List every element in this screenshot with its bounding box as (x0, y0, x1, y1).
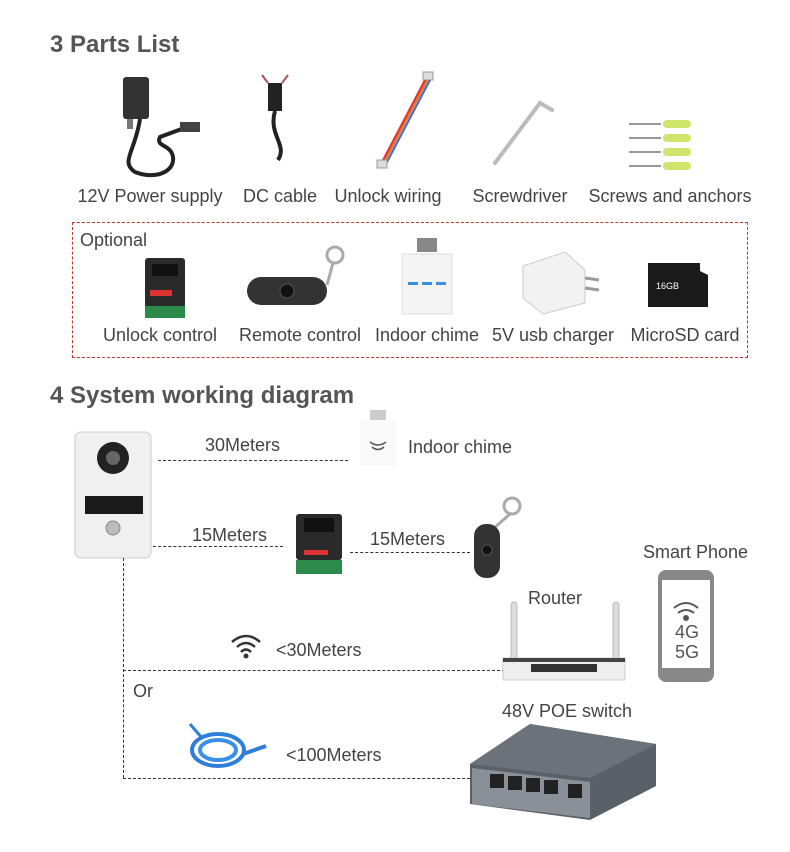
wifi-icon (231, 634, 261, 659)
chime-label: Indoor chime (408, 437, 513, 457)
controller-distance: 15Meters (192, 525, 268, 545)
cable-distance: <100Meters (286, 745, 382, 765)
network-4g: 4G (674, 622, 699, 642)
microsd-icon: 16GB (648, 263, 708, 307)
router-label: Router (528, 588, 583, 608)
optional-title: Optional (80, 230, 148, 250)
phone-label: Smart Phone (643, 542, 749, 562)
wifi-distance: <30Meters (276, 640, 362, 660)
part-label: Screwdriver (472, 186, 568, 206)
router-icon (502, 601, 626, 681)
remote-distance: 15Meters (370, 529, 446, 549)
optional-label: 5V usb charger (491, 325, 615, 345)
usb-charger-icon (522, 251, 600, 315)
part-label: DC cable (242, 186, 318, 206)
unlock-controller-icon (145, 258, 185, 318)
optional-label: Remote control (238, 325, 362, 345)
remote-fob-icon (474, 496, 522, 578)
sd-capacity: 16GB (656, 281, 679, 291)
wiring-icon (376, 71, 434, 169)
chime-distance: 30Meters (205, 435, 281, 455)
or-label: Or (133, 681, 153, 701)
doorbell-icon (74, 431, 152, 559)
optional-label: Indoor chime (374, 325, 480, 345)
parts-list-title: 3 Parts List (50, 31, 180, 58)
optional-label: MicroSD card (630, 325, 740, 345)
poe-switch-icon (470, 724, 656, 820)
unlock-controller-icon (296, 514, 342, 574)
remote-fob-icon (247, 245, 345, 305)
part-label: 12V Power supply (77, 186, 223, 206)
switch-label: 48V POE switch (502, 701, 633, 721)
smartphone-icon (658, 570, 714, 682)
part-label: Unlock wiring (334, 186, 442, 206)
chime-icon (360, 410, 396, 466)
dc-cable-icon (261, 74, 289, 162)
diagram-title: 4 System working diagram (50, 382, 355, 409)
part-label: Screws and anchors (588, 186, 752, 206)
optional-box (72, 222, 748, 358)
network-5g: 5G (674, 642, 699, 662)
ethernet-cable-icon (188, 723, 267, 768)
screwdriver-icon (493, 100, 554, 165)
screws-icon (629, 120, 691, 170)
chime-icon (401, 238, 453, 315)
power-adapter-icon (123, 77, 200, 178)
optional-label: Unlock control (102, 325, 218, 345)
